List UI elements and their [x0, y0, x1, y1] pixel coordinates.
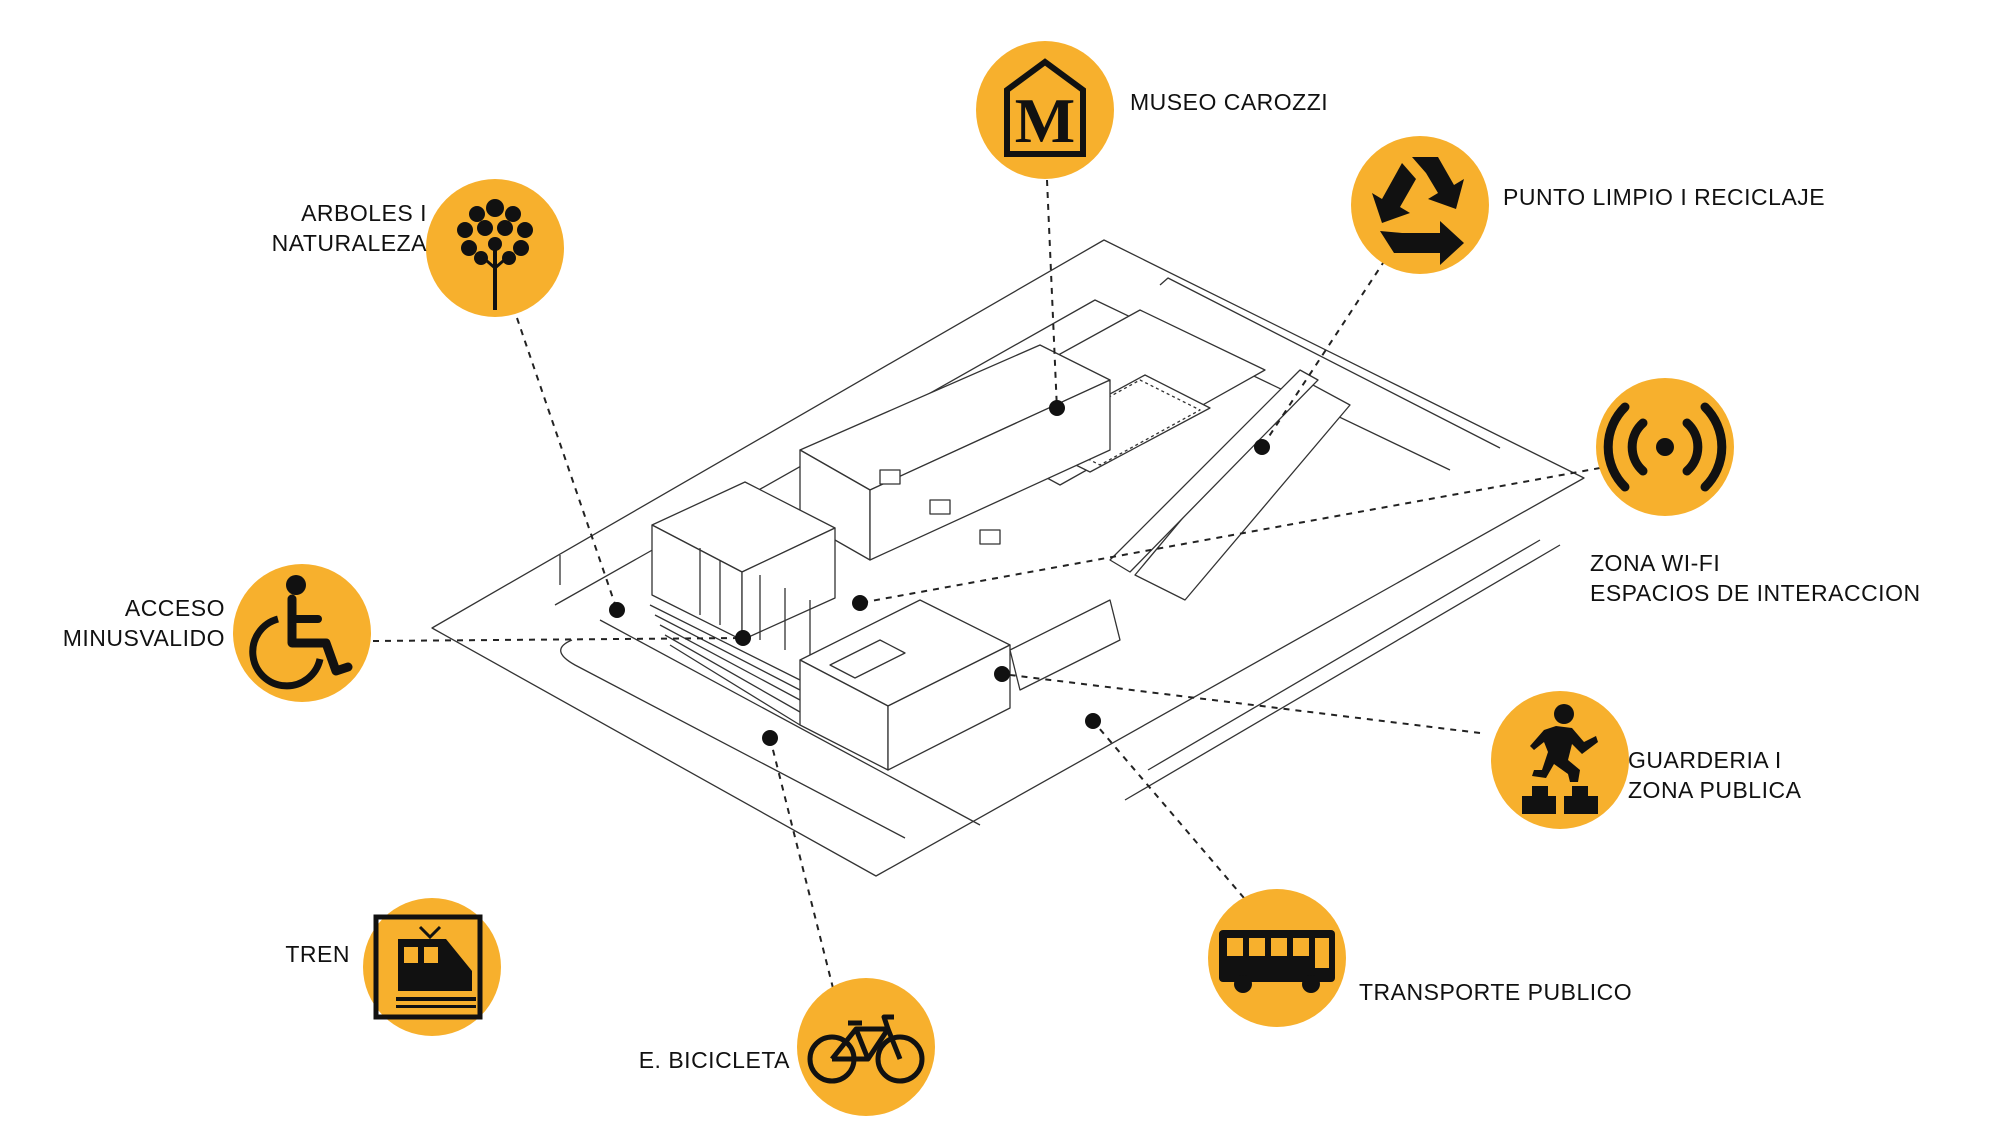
dot-museo — [1049, 400, 1065, 416]
running-person-icon — [1522, 704, 1598, 814]
dot-arboles — [609, 602, 625, 618]
acceso-badge — [233, 564, 371, 702]
reciclaje-badge — [1351, 136, 1489, 274]
label-arboles: ARBOLES I NATURALEZA — [271, 200, 427, 256]
tren-badge — [363, 898, 501, 1036]
leader-lines — [372, 179, 1601, 1001]
leader-reciclaje — [1261, 259, 1386, 448]
label-transporte: TRANSPORTE PUBLICO — [1359, 979, 1633, 1005]
label-guarderia: GUARDERIA I ZONA PUBLICA — [1628, 747, 1802, 803]
arboles-badge — [426, 179, 564, 317]
label-reciclaje: PUNTO LIMPIO I RECICLAJE — [1503, 184, 1826, 210]
bicycle-icon — [807, 1014, 925, 1084]
dot-bicicleta — [762, 730, 778, 746]
leader-museo — [1046, 179, 1058, 411]
tree-icon — [457, 199, 533, 310]
dot-transporte — [1085, 713, 1101, 729]
museum-m-icon — [1004, 58, 1086, 157]
leader-transporte — [1092, 720, 1245, 899]
bus-icon — [1219, 930, 1335, 993]
leader-bicicleta — [769, 737, 837, 1001]
label-tren: TREN — [285, 941, 350, 967]
leader-acceso — [372, 637, 744, 642]
bicicleta-badge — [797, 978, 935, 1116]
svg-text:M: M — [1015, 85, 1075, 156]
guarderia-badge — [1491, 691, 1629, 829]
anchor-dots — [609, 400, 1270, 746]
leader-arboles — [516, 317, 618, 611]
museo-badge: M — [976, 41, 1114, 179]
site-plan — [431, 239, 1585, 877]
dot-acceso — [735, 630, 751, 646]
wifi-badge — [1596, 378, 1734, 516]
recycle-icon — [1372, 157, 1464, 265]
dot-reciclaje — [1254, 439, 1270, 455]
leader-wifi — [859, 467, 1601, 604]
wifi-signal-icon — [1603, 402, 1727, 492]
train-icon — [373, 914, 483, 1020]
label-acceso: ACCESO MINUSVALIDO — [62, 595, 225, 651]
label-museo: MUSEO CAROZZI — [1130, 89, 1329, 115]
dot-guarderia — [994, 666, 1010, 682]
label-bicicleta: E. BICICLETA — [638, 1047, 790, 1073]
dot-wifi — [852, 595, 868, 611]
label-wifi: ZONA WI-FI ESPACIOS DE INTERACCION — [1590, 550, 1921, 606]
wheelchair-icon — [249, 575, 353, 690]
leader-guarderia — [1001, 673, 1481, 734]
transporte-badge — [1208, 889, 1346, 1027]
